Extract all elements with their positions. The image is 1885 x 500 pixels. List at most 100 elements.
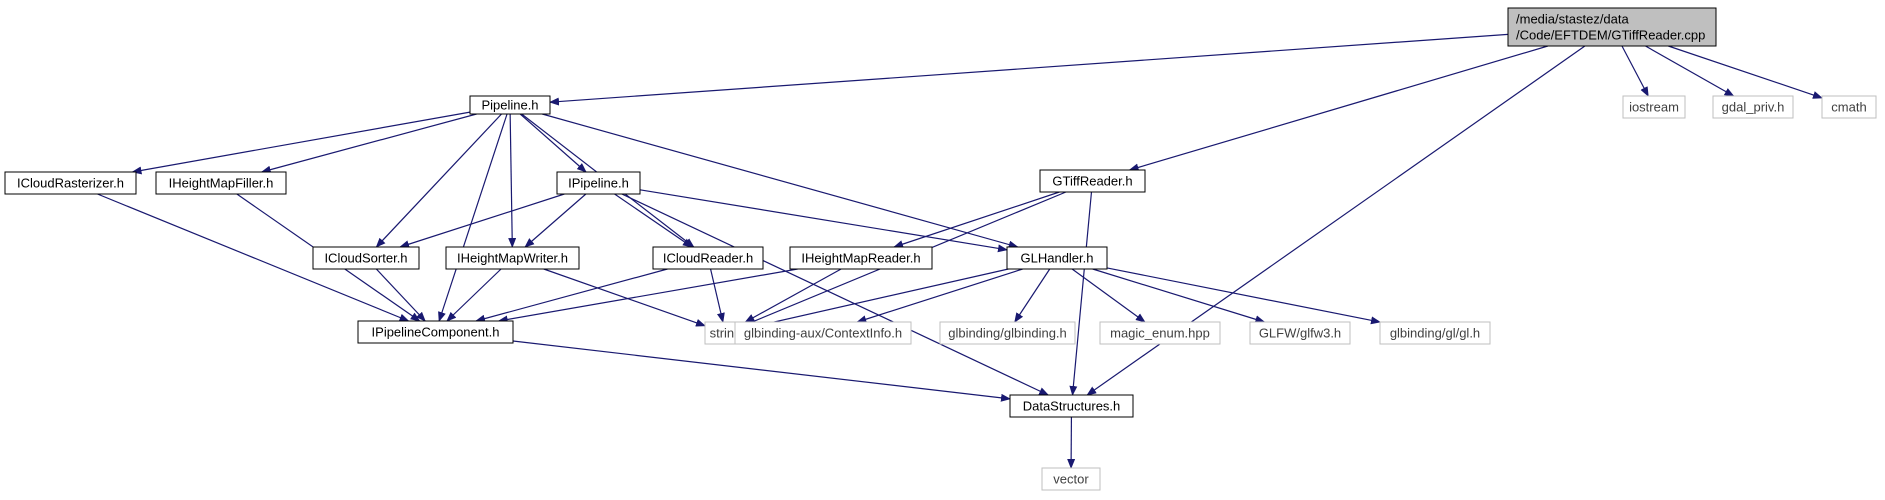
edge-root-to-cmath [1668, 45, 1823, 99]
node-ipipelinecomponent_h[interactable]: IPipelineComponent.h [357, 320, 514, 344]
edge-glhandler_h-to-gl_h [1106, 267, 1381, 325]
edge-pipeline_h-to-icloudrasterizer_h [131, 111, 471, 175]
edge-ipipeline_h-to-datastructures_h [621, 193, 1050, 396]
edge-pipeline_h-to-ipipelinecomponent_h [438, 113, 508, 322]
node-box [1712, 95, 1794, 119]
node-box [556, 171, 641, 195]
edge-pipeline_h-to-iheightmapwriter_h [508, 113, 517, 248]
edge-glhandler_h-to-string [745, 268, 1009, 331]
node-label: glbinding/gl/gl.h [1390, 326, 1480, 341]
node-label: IPipelineComponent.h [372, 325, 500, 340]
node-iostream: iostream [1622, 95, 1686, 119]
node-icloudsorter_h[interactable]: ICloudSorter.h [312, 246, 420, 270]
node-label: GLFW/glfw3.h [1259, 326, 1341, 341]
node-label: glbinding/glbinding.h [948, 326, 1067, 341]
node-label: DataStructures.h [1023, 399, 1121, 414]
edge-ipipeline_h-to-glhandler_h [639, 189, 1008, 253]
node-datastructures_h[interactable]: DataStructures.h [1009, 394, 1134, 418]
node-box [1009, 394, 1134, 418]
edge-glhandler_h-to-contextinfo_h [856, 268, 1023, 324]
edge-ipipeline_h-to-icloudreader_h [614, 193, 693, 248]
node-iheightmapfiller_h[interactable]: IHeightMapFiller.h [155, 171, 287, 195]
node-cmath: cmath [1821, 95, 1877, 119]
edge-root-to-gdal_priv_h [1645, 45, 1735, 97]
node-label: ICloudSorter.h [324, 251, 407, 266]
node-gtiffreader_h[interactable]: GTiffReader.h [1039, 169, 1146, 193]
edges-layer [97, 33, 1823, 469]
node-contextinfo_h: glbinding-aux/ContextInfo.h [734, 321, 912, 345]
node-box [789, 246, 933, 270]
node-box [1039, 169, 1146, 193]
edge-root-to-iostream [1621, 45, 1649, 97]
node-box [734, 321, 912, 345]
node-box [1622, 95, 1686, 119]
edge-ipipeline_h-to-icloudsorter_h [399, 193, 565, 249]
node-label: GTiffReader.h [1052, 174, 1132, 189]
node-glfw3_h: GLFW/glfw3.h [1249, 321, 1351, 345]
node-label: GLHandler.h [1021, 251, 1094, 266]
edge-iheightmapreader_h-to-ipipelinecomponent_h [497, 268, 798, 324]
edge-iheightmapwriter_h-to-string [543, 268, 706, 327]
node-label: ICloudReader.h [663, 251, 753, 266]
node-label: IPipeline.h [568, 176, 629, 191]
node-iheightmapwriter_h[interactable]: IHeightMapWriter.h [445, 246, 580, 270]
node-box [939, 321, 1076, 345]
node-box [1006, 246, 1108, 270]
node-pipeline_h[interactable]: Pipeline.h [469, 95, 551, 115]
node-label: glbinding-aux/ContextInfo.h [744, 326, 902, 341]
node-gdal_priv_h: gdal_priv.h [1712, 95, 1794, 119]
node-label: cmath [1831, 100, 1866, 115]
edge-glhandler_h-to-glbinding_h [1014, 268, 1051, 323]
edge-gtiffreader_h-to-datastructures_h [1069, 191, 1093, 396]
node-box [652, 246, 764, 270]
node-icloudrasterizer_h[interactable]: ICloudRasterizer.h [4, 171, 137, 195]
node-label: IHeightMapFiller.h [169, 176, 274, 191]
node-label: Pipeline.h [481, 98, 538, 113]
node-label: IHeightMapReader.h [801, 251, 920, 266]
edge-pipeline_h-to-iheightmapfiller_h [260, 113, 477, 174]
node-label: iostream [1629, 100, 1679, 115]
node-ipipeline_h[interactable]: IPipeline.h [556, 171, 641, 195]
node-label: /media/stastez/data [1516, 12, 1629, 27]
node-label: /Code/EFTDEM/GTiffReader.cpp [1516, 28, 1705, 43]
node-box [4, 171, 137, 195]
edge-icloudreader_h-to-string [709, 268, 725, 323]
node-box [1099, 321, 1221, 345]
edge-icloudreader_h-to-ipipelinecomponent_h [475, 268, 668, 323]
edge-icloudrasterizer_h-to-ipipelinecomponent_h [97, 193, 410, 322]
node-box [445, 246, 580, 270]
node-label: IHeightMapWriter.h [457, 251, 568, 266]
edge-glhandler_h-to-glfw3_h [1092, 268, 1266, 324]
edge-ipipelinecomponent_h-to-datastructures_h [512, 340, 1011, 402]
node-gl_h: glbinding/gl/gl.h [1379, 321, 1491, 345]
edge-root-to-pipeline_h [549, 33, 1509, 106]
node-label: string [710, 326, 742, 341]
edge-ipipeline_h-to-iheightmapwriter_h [524, 193, 587, 248]
node-label: ICloudRasterizer.h [17, 176, 124, 191]
edge-glhandler_h-to-magic_enum [1071, 268, 1146, 323]
edge-gtiffreader_h-to-iheightmapreader_h [893, 191, 1060, 248]
node-box [1041, 467, 1101, 491]
edge-pipeline_h-to-glhandler_h [542, 113, 1019, 249]
node-glbinding_h: glbinding/glbinding.h [939, 321, 1076, 345]
node-box [357, 320, 514, 344]
node-box [469, 95, 551, 115]
node-glhandler_h[interactable]: GLHandler.h [1006, 246, 1108, 270]
node-icloudreader_h[interactable]: ICloudReader.h [652, 246, 764, 270]
edge-pipeline_h-to-ipipeline_h [519, 113, 587, 173]
node-box [1249, 321, 1351, 345]
node-box [1379, 321, 1491, 345]
node-label: gdal_priv.h [1722, 100, 1785, 115]
node-box [1821, 95, 1877, 119]
edge-root-to-gtiffreader_h [1128, 45, 1549, 172]
nodes-layer: /media/stastez/data/Code/EFTDEM/GTiffRea… [4, 7, 1877, 491]
node-iheightmapreader_h[interactable]: IHeightMapReader.h [789, 246, 933, 270]
node-box [1507, 7, 1717, 47]
edge-iheightmapwriter_h-to-ipipelinecomponent_h [446, 268, 502, 322]
node-box [312, 246, 420, 270]
node-label: vector [1053, 472, 1089, 487]
edge-pipeline_h-to-icloudsorter_h [375, 113, 502, 248]
node-root[interactable]: /media/stastez/data/Code/EFTDEM/GTiffRea… [1507, 7, 1717, 47]
node-label: magic_enum.hpp [1110, 326, 1210, 341]
node-magic_enum: magic_enum.hpp [1099, 321, 1221, 345]
